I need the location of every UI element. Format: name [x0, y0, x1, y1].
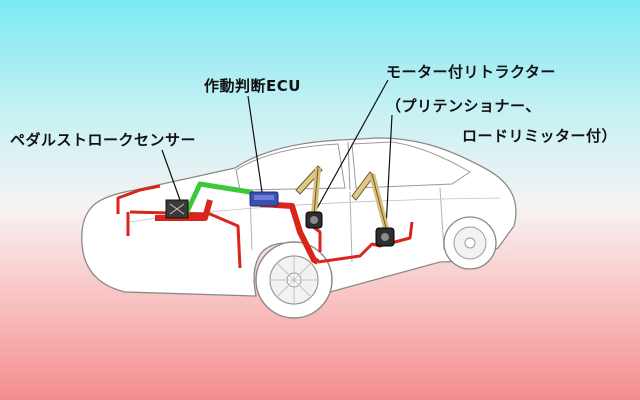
ecu-module-icon [249, 191, 279, 207]
label-motor-retractor: モーター付リトラクター [386, 63, 556, 81]
label-pedal-stroke-sensor: ペダルストロークセンサー [10, 131, 197, 149]
car-window-rear [351, 141, 471, 189]
label-motor-retractor-sub2: ロードリミッター付） [462, 127, 618, 145]
label-ecu: 作動判断ECU [204, 77, 301, 95]
pointer-lines [161, 79, 393, 229]
pedal-sensor-icon [165, 199, 189, 219]
car-window-front [235, 143, 346, 191]
rear-retractor-icon [351, 171, 395, 247]
label-motor-retractor-sub1: （プリテンショナー、 [386, 97, 541, 115]
rear-wheel [443, 216, 497, 270]
car-pillar [347, 141, 351, 191]
front-retractor-icon [295, 165, 323, 229]
front-wheel [255, 241, 333, 319]
